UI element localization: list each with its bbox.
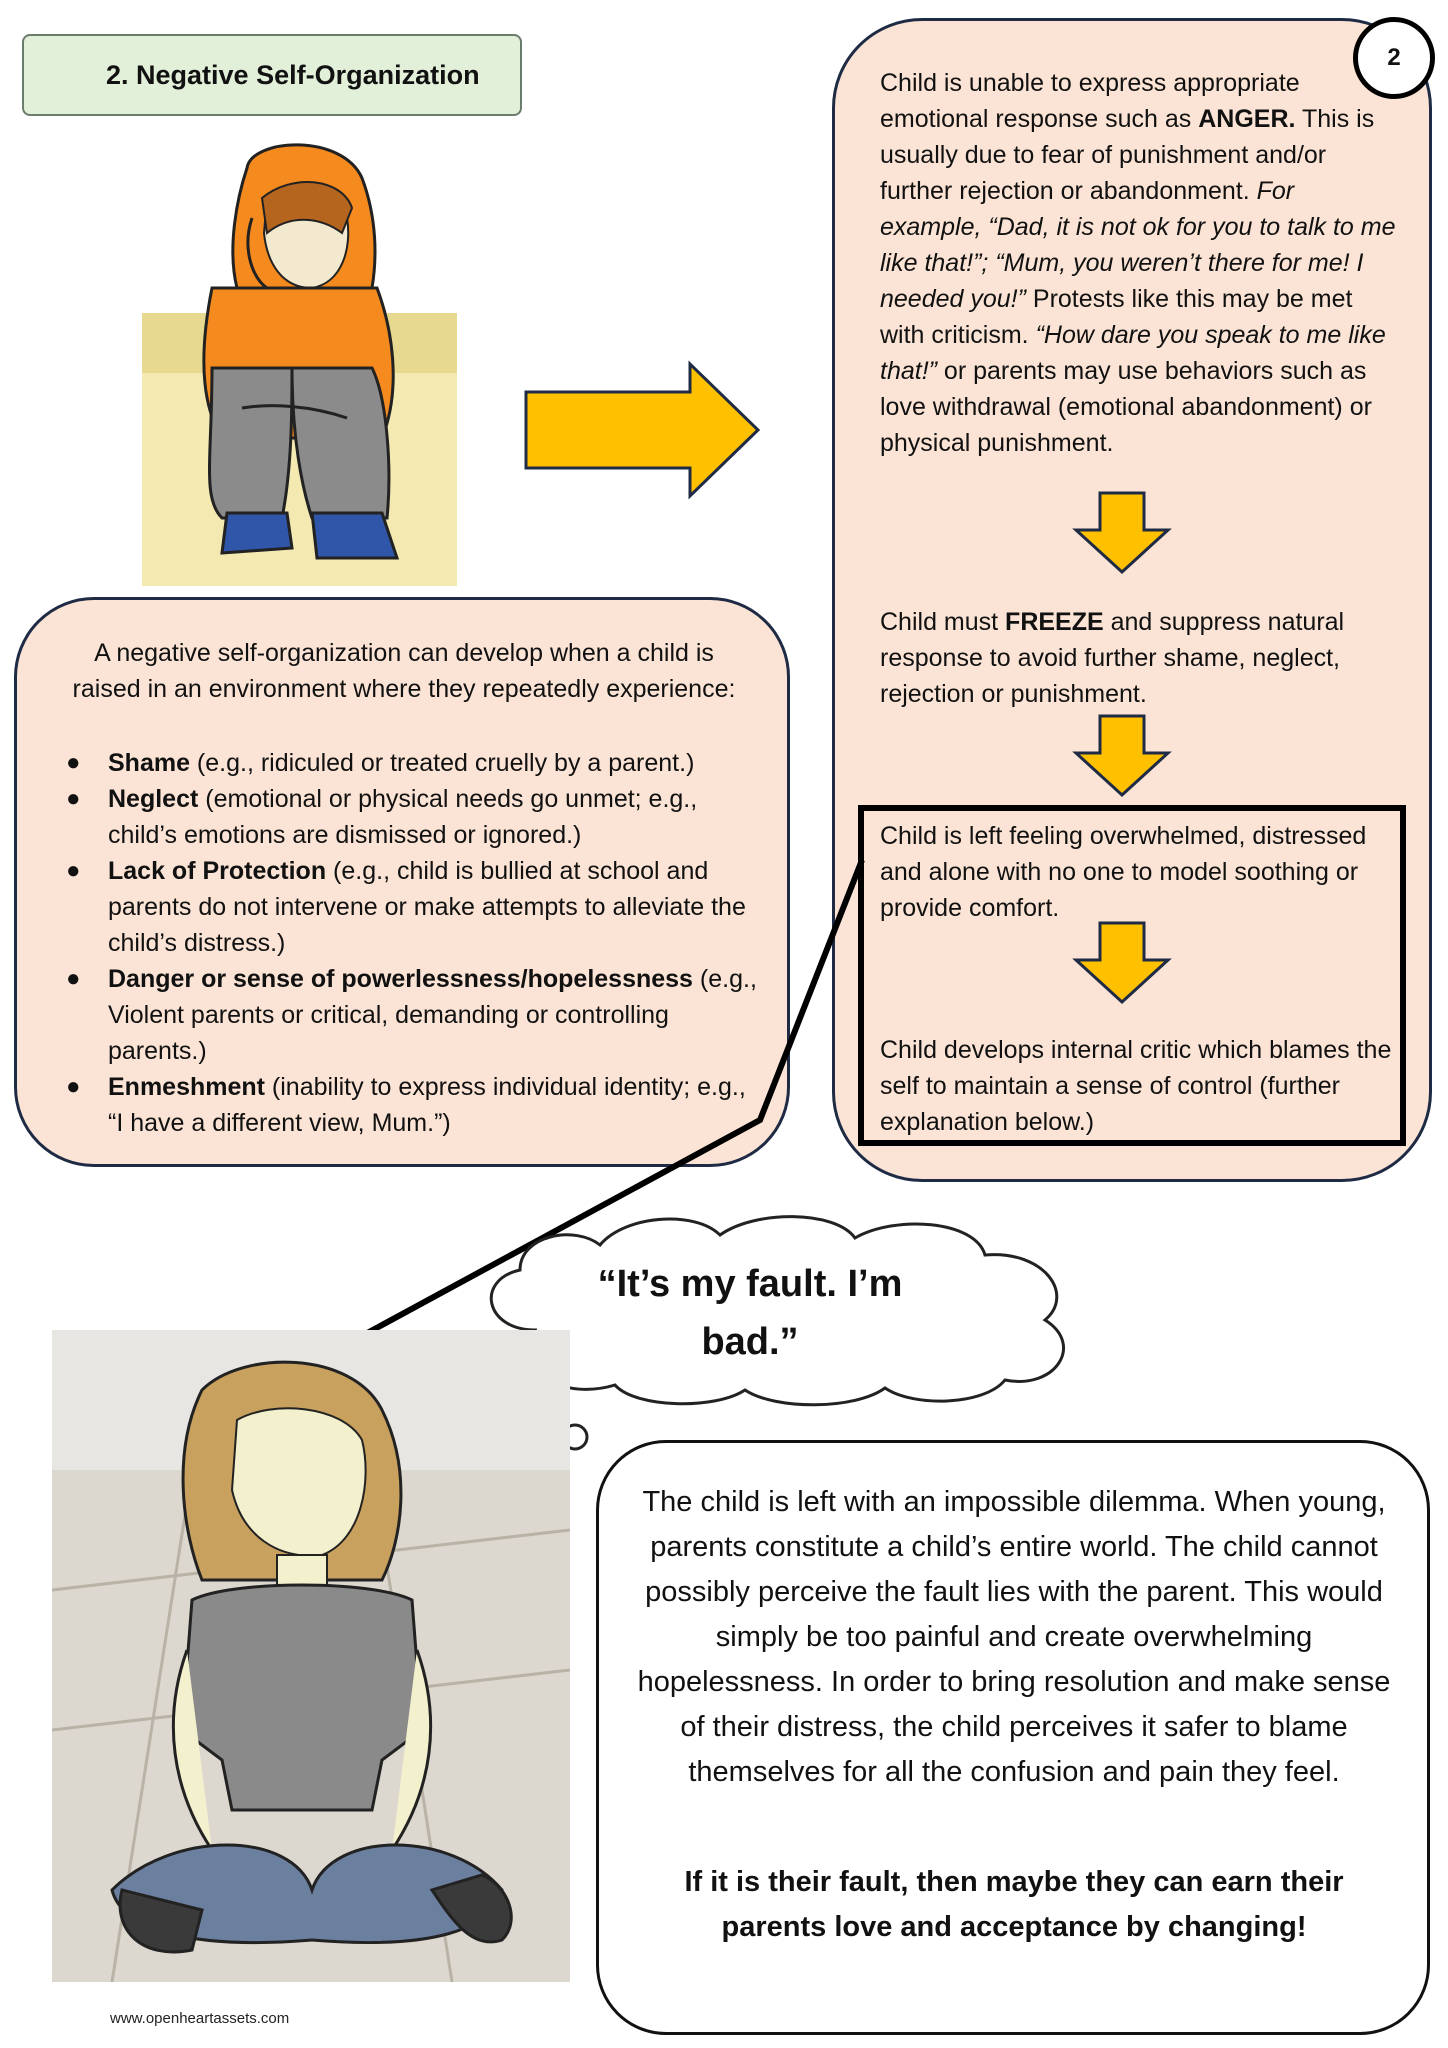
list-item: ● Neglect (emotional or physical needs go… bbox=[64, 781, 764, 853]
page-title: 2. Negative Self-Organization bbox=[22, 34, 522, 116]
step1-quote-italic: “How dare you speak to me like that!” bbox=[880, 321, 1386, 385]
down-arrow-icon bbox=[1072, 714, 1172, 798]
bullet-icon: ● bbox=[66, 965, 81, 992]
bullet-icon: ● bbox=[66, 1073, 81, 1100]
step1-text-c: Protests like this may be met with criti… bbox=[880, 285, 1353, 349]
hooded-child-illustration bbox=[142, 143, 457, 586]
bullet-icon: ● bbox=[66, 857, 81, 884]
footer-url[interactable]: www.openheartassets.com bbox=[110, 2010, 290, 2027]
step1-example-italic: For example, “Dad, it is not ok for you … bbox=[880, 177, 1396, 313]
list-item: ● Shame (e.g., ridiculed or treated cruel… bbox=[64, 745, 764, 781]
bullet-term: Enmeshment bbox=[108, 1073, 265, 1101]
page-title-text: 2. Negative Self-Organization bbox=[106, 59, 480, 90]
list-item: ● Danger or sense of powerlessness/hopele… bbox=[64, 961, 764, 1069]
explanation-body: The child is left with an impossible dil… bbox=[637, 1486, 1391, 1788]
bullet-term: Danger or sense of powerlessness/hopeles… bbox=[108, 965, 693, 993]
bullet-icon: ● bbox=[66, 785, 81, 812]
conditions-list: ● Shame (e.g., ridiculed or treated cruel… bbox=[64, 745, 764, 1141]
flow-step-anger: Child is unable to express appropriate e… bbox=[880, 65, 1400, 461]
thought-cloud bbox=[489, 1215, 1065, 1407]
explanation-conclusion: If it is their fault, then maybe they ca… bbox=[684, 1866, 1344, 1943]
step1-anger-bold: ANGER. bbox=[1198, 105, 1296, 133]
bullet-term: Shame bbox=[108, 749, 190, 777]
bullet-desc: (emotional or physical needs go unmet; e… bbox=[108, 785, 698, 849]
conditions-intro: A negative self-organization can develop… bbox=[72, 639, 736, 703]
step1-text-b: This is usually due to fear of punishmen… bbox=[880, 105, 1375, 205]
step1-text-d: or parents may use behaviors such as lov… bbox=[880, 357, 1372, 457]
step2-text-b: and suppress natural response to avoid f… bbox=[880, 608, 1345, 708]
list-item: ●Lack of Protection (e.g., child is bull… bbox=[64, 853, 764, 961]
list-item: ●Enmeshment (inability to express indivi… bbox=[64, 1069, 764, 1141]
page-number-badge: 2 bbox=[1353, 17, 1435, 99]
sitting-child-illustration bbox=[52, 1330, 570, 1982]
thought-text: “It’s my fault. I’m bad.” bbox=[597, 1263, 903, 1363]
flow-step-freeze: Child must FREEZE and suppress natural r… bbox=[880, 604, 1400, 712]
step1-text-a: Child is unable to express appropriate e… bbox=[880, 69, 1300, 133]
down-arrow-icon bbox=[1072, 921, 1172, 1005]
down-arrow-icon bbox=[1072, 491, 1172, 575]
bullet-icon: ● bbox=[66, 749, 81, 776]
flow-step-overwhelmed: Child is left feeling overwhelmed, distr… bbox=[880, 822, 1367, 922]
bullet-term: Neglect bbox=[108, 785, 199, 813]
bullet-term: Lack of Protection bbox=[108, 857, 327, 885]
step2-text-a: Child must bbox=[880, 608, 1006, 636]
bullet-desc: (e.g., ridiculed or treated cruelly by a… bbox=[189, 749, 695, 777]
step2-freeze-bold: FREEZE bbox=[1005, 608, 1104, 636]
page-number: 2 bbox=[1387, 44, 1401, 71]
right-arrow-icon bbox=[524, 360, 761, 500]
flow-step-inner-critic: Child develops internal critic which bla… bbox=[880, 1036, 1392, 1136]
explanation-bubble bbox=[596, 1440, 1430, 2035]
